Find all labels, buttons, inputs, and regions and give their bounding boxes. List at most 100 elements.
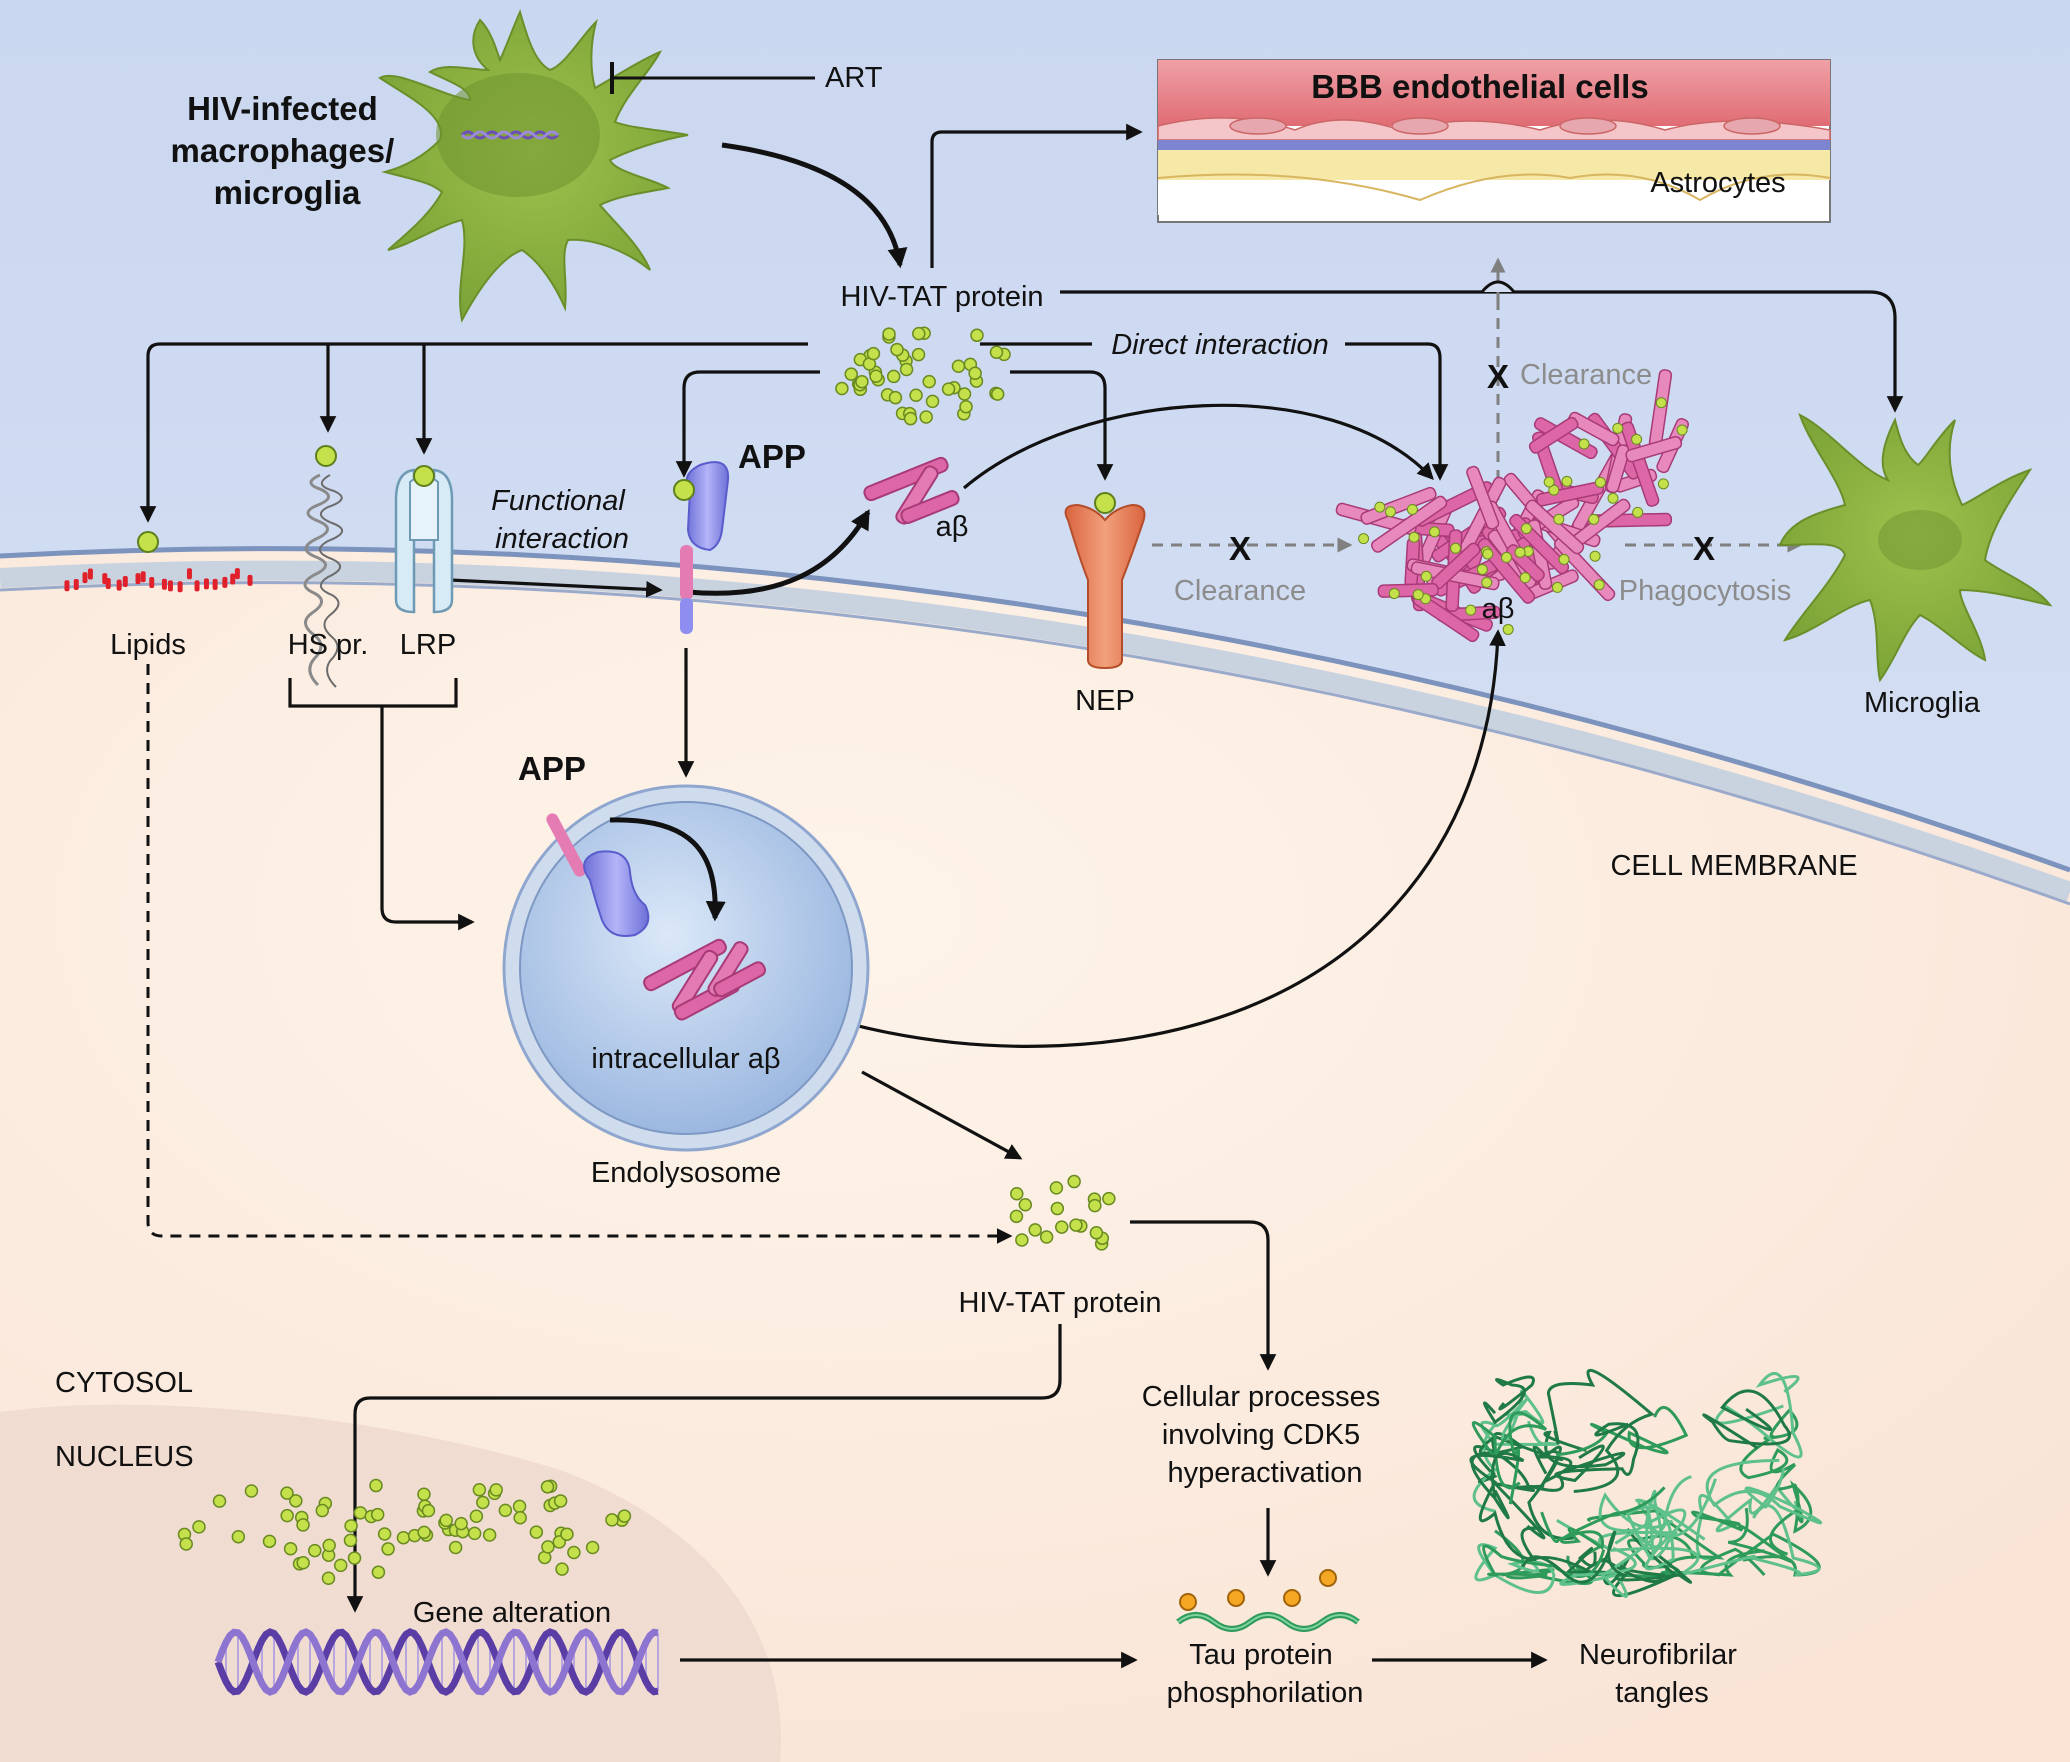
tat-particle <box>903 411 918 426</box>
tat-particle <box>1607 492 1619 504</box>
tat-particle <box>1543 476 1555 488</box>
tat-particle <box>957 387 972 401</box>
tat-particle <box>1500 551 1512 563</box>
tat-particle <box>912 326 926 341</box>
lipid-molecule <box>116 579 122 591</box>
tangle-filament <box>1715 1372 1803 1459</box>
abeta-fibril <box>1360 486 1437 525</box>
tat-particle <box>1588 513 1600 525</box>
tat-particle <box>1010 1187 1024 1201</box>
lipid-molecule <box>82 572 88 584</box>
tat-particle <box>1676 424 1688 436</box>
tat-particle <box>1018 1197 1033 1212</box>
phagocytosis-label: Phagocytosis <box>1619 575 1792 607</box>
gene-alteration-label: Gene alteration <box>413 1597 611 1629</box>
lipid-molecule <box>64 580 70 592</box>
tat-particle <box>869 369 883 384</box>
lipid-molecule <box>186 568 192 580</box>
tat-particle <box>489 1483 503 1497</box>
lipid-molecule <box>194 580 200 592</box>
intracellular-abeta-label: intracellular aβ <box>591 1043 780 1075</box>
line-crossover <box>1480 280 1516 293</box>
abeta-fibril <box>1568 411 1620 447</box>
tat-particle <box>1049 1181 1064 1195</box>
tat-particle <box>512 1499 527 1514</box>
tat-particle <box>968 366 982 381</box>
abeta-plaque-label: aβ <box>1482 593 1515 625</box>
app-protein-endosome <box>583 850 650 937</box>
tat-particle <box>989 345 1004 359</box>
tat-particle <box>244 1484 259 1498</box>
tat-particle <box>1476 563 1488 575</box>
app-protein-surface <box>673 461 730 634</box>
tat-particle <box>1009 1209 1024 1224</box>
tangle-filament <box>1610 1504 1821 1577</box>
tangle-filament <box>1554 1422 1640 1483</box>
tat-particle <box>922 374 936 389</box>
tat-bound-lipid-icon <box>137 531 159 553</box>
tat-particle <box>1050 1201 1065 1216</box>
blocked-x-marker-nep: X <box>1229 530 1251 567</box>
tangle-filament <box>1469 1451 1540 1562</box>
direct-interaction-label: Direct interaction <box>1111 329 1329 361</box>
tat-particle <box>919 410 933 424</box>
tat-particle <box>1406 503 1418 515</box>
macrophage-nucleus <box>436 73 600 197</box>
lipid-molecule <box>122 576 128 588</box>
lipid-molecule <box>161 578 167 590</box>
tat-particle <box>970 328 984 343</box>
tat-particle <box>469 1509 484 1524</box>
tat-particle <box>482 1528 497 1542</box>
cytosol-label: CYTOSOL <box>55 1367 193 1399</box>
tat-particle <box>296 1518 310 1532</box>
tat-particle <box>439 1513 453 1528</box>
tat-particle <box>377 1527 392 1541</box>
tat-particle <box>347 1551 362 1565</box>
tat-particle <box>179 1537 193 1551</box>
blocked-x-marker-top: X <box>1487 358 1509 395</box>
tat-particle <box>321 1571 336 1585</box>
tat-particle <box>369 1478 383 1493</box>
tangle-filament <box>1471 1411 1548 1505</box>
tat-particle <box>448 1540 463 1555</box>
tat-particle <box>1558 553 1570 565</box>
cell-membrane <box>0 560 2070 902</box>
tat-particle <box>555 1562 569 1576</box>
tat-particle <box>454 1516 468 1531</box>
tat-particle <box>540 1480 555 1494</box>
tat-particle <box>1089 1226 1104 1240</box>
tat-particle <box>1069 1218 1083 1232</box>
blocked-x-marker-phago: X <box>1693 530 1715 567</box>
tangle-filament <box>1705 1458 1823 1525</box>
microglia-nucleus <box>1878 510 1962 570</box>
tangle-filament <box>1598 1478 1717 1549</box>
tat-particle <box>951 359 966 374</box>
upper-arrows <box>139 123 1904 598</box>
tat-particle <box>1412 589 1424 601</box>
tat-particle <box>343 1533 358 1548</box>
tat-particle <box>322 1538 336 1553</box>
nep-label: NEP <box>1075 685 1135 717</box>
hiv-tat-top-label: HIV-TAT protein <box>840 281 1043 313</box>
tat-particle <box>283 1542 298 1556</box>
tat-particle <box>1514 546 1526 558</box>
tat-particle <box>882 327 896 341</box>
dna-strand <box>214 1628 659 1696</box>
lipid-molecule <box>135 573 141 585</box>
tat-particle <box>1358 533 1370 545</box>
microglia-cell <box>1778 413 2053 683</box>
tat-bound-lrp-icon <box>413 465 435 487</box>
app-endosome-label: APP <box>518 750 586 787</box>
tat-particle <box>289 1494 303 1508</box>
tat-particle <box>498 1503 513 1518</box>
tat-particle <box>1655 397 1667 409</box>
tat-particle <box>941 382 956 396</box>
abeta-fibril <box>1620 421 1660 507</box>
lipid-raft <box>64 568 253 593</box>
tat-particle <box>1502 623 1514 635</box>
tat-particle <box>1067 1174 1081 1189</box>
tangle-filament <box>1546 1368 1655 1493</box>
lipid-molecule <box>230 573 236 585</box>
tat-particle <box>513 1511 527 1525</box>
